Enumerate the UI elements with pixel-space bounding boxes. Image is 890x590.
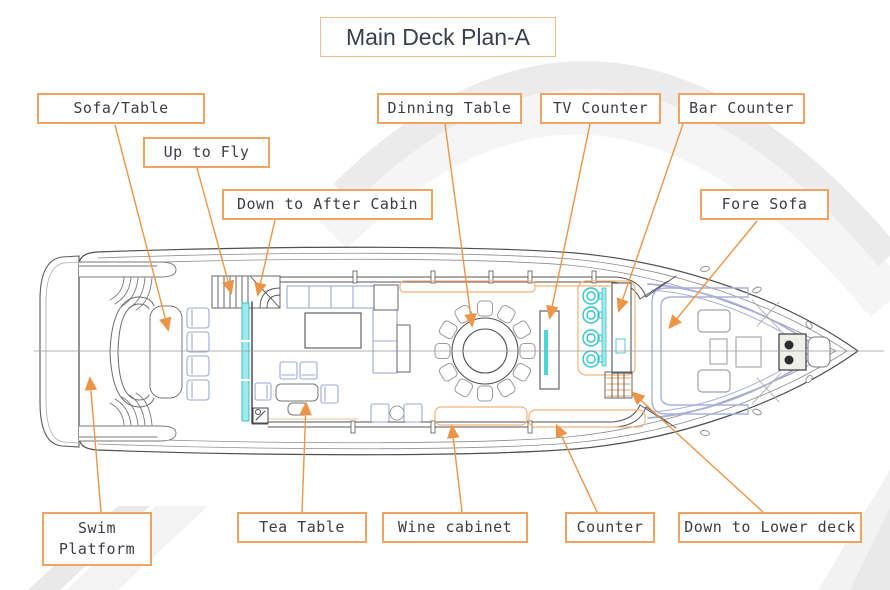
coffee-table (304, 312, 362, 349)
callout-sofa-table: Sofa/Table (37, 93, 205, 124)
arrow-tv-counter (546, 123, 591, 320)
bar-stools (582, 287, 603, 368)
swim-platform-shape (39, 255, 80, 448)
cleats (700, 265, 813, 437)
fore-deck-furniture (697, 309, 762, 393)
interior-cabinets (267, 280, 646, 428)
dining-chairs (434, 300, 536, 402)
bow-hatch (807, 336, 831, 368)
counter-shape (528, 409, 646, 428)
swim-platform-line1: Swim (77, 519, 117, 537)
yacht-plan (33, 246, 885, 456)
page-title: Main Deck Plan-A (320, 17, 556, 57)
bow-chevrons (751, 299, 782, 405)
arrow-counter (555, 423, 598, 513)
arrow-swim-platform (84, 376, 102, 513)
salon-sofa (286, 285, 398, 374)
aft-glass-door (241, 301, 253, 424)
arrow-down-to-after-cabin (254, 219, 276, 297)
aft-chairs (186, 307, 210, 401)
sofa-corner-table (373, 284, 399, 311)
tea-table-shape (275, 383, 319, 402)
anchor-windlass (778, 333, 807, 371)
arrow-dinning-table (444, 123, 477, 328)
callout-swim-platform: Swim Platform (42, 512, 152, 566)
callout-tv-counter: TV Counter (540, 93, 661, 124)
sofa-side-console (396, 324, 411, 373)
callout-bar-counter: Bar Counter (678, 93, 805, 124)
arrow-fore-sofa (668, 220, 758, 330)
callout-up-to-fly: Up to Fly (143, 137, 270, 168)
wine-chairs (370, 403, 423, 423)
stairs-down-lower-deck (604, 371, 633, 399)
mirror-box (252, 407, 269, 424)
aft-table (149, 305, 183, 399)
arrow-sofa-table (114, 124, 172, 332)
aft-sofa (109, 296, 155, 408)
callout-arrows (84, 123, 764, 513)
callout-fore-sofa: Fore Sofa (700, 189, 829, 220)
window-mullions (350, 270, 597, 434)
bar-area-outline (577, 280, 636, 376)
swim-platform-line2: Platform (58, 540, 136, 558)
callout-dinning-table: Dinning Table (377, 93, 522, 124)
tv-counter-shape (539, 310, 560, 390)
callout-down-to-after-cabin: Down to After Cabin (222, 189, 433, 220)
wine-cabinet-shape (434, 406, 528, 426)
arrow-down-to-lower-deck (630, 391, 764, 513)
bar-counter-shape (601, 282, 632, 374)
callout-counter: Counter (565, 512, 655, 543)
arrow-tea-table (299, 401, 312, 513)
callout-wine-cabinet: Wine cabinet (382, 512, 528, 543)
arrow-wine-cabinet (447, 424, 463, 513)
callout-down-to-lower-deck: Down to Lower deck (678, 512, 862, 543)
arrow-bar-counter (616, 123, 684, 313)
aft-deck-steps (78, 261, 177, 442)
callout-tea-table: Tea Table (237, 512, 367, 543)
arrow-up-to-fly (196, 167, 235, 295)
